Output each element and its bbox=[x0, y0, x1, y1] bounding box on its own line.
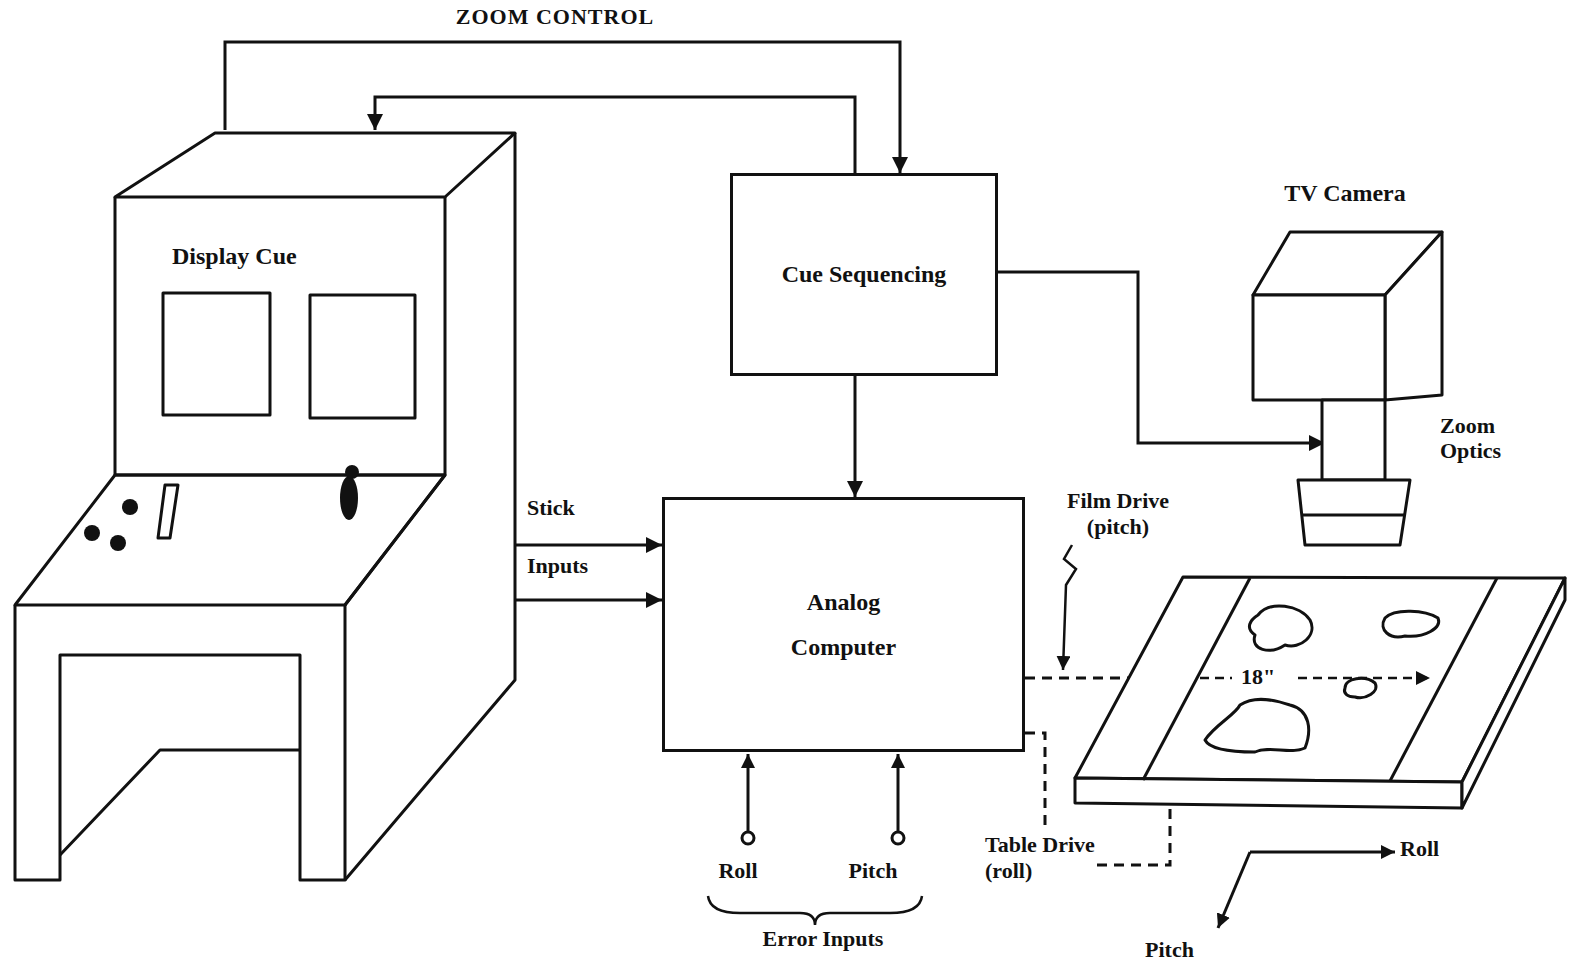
axis-label: Roll bbox=[1400, 836, 1439, 862]
signal-line bbox=[515, 544, 662, 547]
process-box: Cue Sequencing bbox=[730, 173, 998, 376]
input-arrow bbox=[897, 754, 900, 832]
node-title: Display Cue bbox=[172, 243, 372, 271]
console-outline bbox=[15, 130, 515, 880]
pitch-axis-arrow bbox=[1218, 852, 1250, 928]
axis-label: Roll bbox=[698, 858, 778, 884]
zoom-tube bbox=[1322, 400, 1385, 480]
table-front bbox=[1075, 778, 1462, 808]
controls bbox=[84, 465, 359, 551]
node-title: TV Camera bbox=[1250, 180, 1440, 208]
camera-front bbox=[1253, 295, 1385, 400]
node-note: Zoom Optics bbox=[1440, 413, 1540, 464]
node-title: 18" bbox=[1238, 664, 1278, 689]
camera-outline bbox=[1250, 180, 1548, 550]
lever bbox=[158, 485, 178, 538]
joystick bbox=[340, 476, 358, 520]
film-edge bbox=[1390, 578, 1497, 781]
process-box: Analog Computer bbox=[662, 497, 1025, 752]
axis-label: Pitch bbox=[833, 858, 913, 884]
node-title: Analog Computer bbox=[769, 580, 919, 669]
axis-label: Error Inputs bbox=[743, 926, 903, 952]
input-terminal bbox=[892, 832, 904, 844]
console-cabinet: Display Cue bbox=[15, 130, 515, 880]
axis-arrows bbox=[1218, 852, 1395, 928]
display-screen bbox=[163, 293, 270, 415]
zoom-lens bbox=[1298, 480, 1410, 545]
signal-line bbox=[854, 376, 857, 497]
display-panel bbox=[115, 197, 445, 475]
terrain-patch bbox=[1344, 678, 1376, 697]
cabinet-side bbox=[345, 133, 515, 880]
film-table: 18" bbox=[1075, 575, 1567, 815]
leader-line bbox=[1063, 545, 1076, 670]
camera-side bbox=[1385, 232, 1442, 400]
cabinet-top bbox=[115, 133, 515, 197]
roll-axis-arrow bbox=[1250, 851, 1395, 854]
joystick-knob bbox=[345, 465, 359, 479]
edge-label: Film Drive (pitch) bbox=[1053, 488, 1183, 540]
terrain-patch bbox=[1205, 699, 1309, 752]
tv-camera: TV CameraZoom Optics bbox=[1250, 180, 1548, 550]
edge-label: Inputs bbox=[527, 553, 588, 579]
input-arrow bbox=[747, 754, 750, 832]
dimension-line bbox=[1298, 677, 1430, 680]
display-screen bbox=[310, 295, 415, 418]
input-terminal bbox=[742, 832, 754, 844]
brace bbox=[708, 896, 922, 925]
terrain-patch bbox=[1249, 606, 1312, 650]
desk-top bbox=[15, 475, 445, 605]
node-title: Cue Sequencing bbox=[782, 261, 947, 289]
lens-ring bbox=[1303, 514, 1405, 517]
error-inputs bbox=[708, 754, 922, 925]
table-outline bbox=[1075, 575, 1567, 815]
edge-label: ZOOM CONTROL bbox=[425, 4, 685, 30]
button bbox=[122, 499, 138, 515]
axis-label: Pitch bbox=[1145, 937, 1194, 963]
button bbox=[84, 525, 100, 541]
desk-inner bbox=[60, 750, 300, 855]
signal-line bbox=[515, 599, 662, 602]
edge-label: Stick bbox=[527, 495, 575, 521]
edge-label: Table Drive (roll) bbox=[985, 832, 1095, 884]
button bbox=[110, 535, 126, 551]
dimension-line bbox=[1200, 677, 1232, 680]
terrain-patch bbox=[1383, 611, 1439, 637]
desk-front bbox=[15, 605, 345, 880]
